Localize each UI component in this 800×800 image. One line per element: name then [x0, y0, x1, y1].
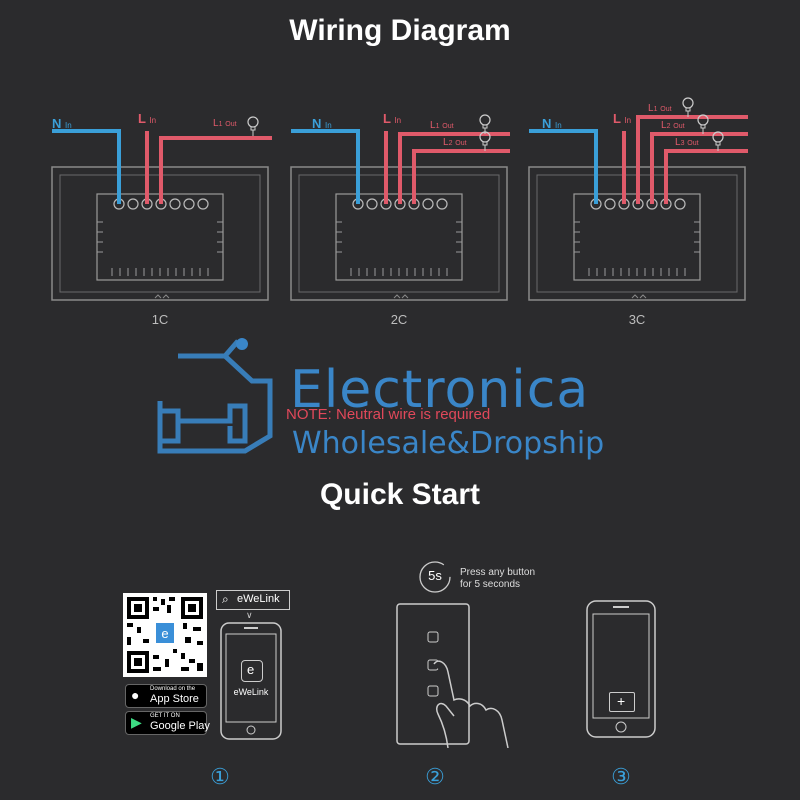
wiring-diagram: N In L In L1 Out N In L In L1 Out L2 Out…	[51, 97, 748, 301]
chevron-down-icon: ∨	[246, 610, 253, 620]
l1-out-wire	[159, 136, 272, 204]
bulb-icon	[712, 131, 724, 151]
bulb-icon	[697, 114, 709, 134]
press-instruction: Press any button for 5 seconds	[460, 567, 535, 591]
label-l1-out: L1 Out	[430, 120, 454, 131]
panel-caption-2c: 2C	[390, 312, 408, 327]
quick-start-title: Quick Start	[319, 478, 481, 511]
watermark-brand: Electronica	[290, 360, 590, 420]
qr-code-icon: e	[123, 593, 207, 677]
step-number-3: ③	[611, 764, 631, 789]
bulb-icon	[247, 116, 259, 136]
panel-2c	[290, 114, 510, 301]
label-n-in: N In	[312, 116, 332, 131]
label-l-in: L In	[138, 111, 156, 126]
phone-step3-icon	[586, 600, 656, 738]
play-icon: ▶	[131, 714, 142, 730]
timer-label: 5s	[428, 568, 442, 583]
app-store-small-label: Download on the	[150, 686, 196, 692]
neutral-wire	[291, 129, 360, 204]
label-l-in: L In	[613, 111, 631, 126]
label-n-in: N In	[52, 116, 72, 131]
l2-out-wire	[412, 149, 510, 204]
neutral-wire	[529, 129, 598, 204]
panel-caption-3c: 3C	[628, 312, 646, 327]
label-n-in: N In	[542, 116, 562, 131]
press-instruction-line2: for 5 seconds	[460, 579, 521, 590]
panel-3c	[528, 97, 748, 301]
neutral-wire	[52, 129, 121, 204]
label-l2-out: L2 Out	[661, 120, 685, 131]
phone-step1-icon	[220, 622, 282, 740]
label-l1-out: L1 Out	[213, 118, 237, 129]
label-l3-out: L3 Out	[675, 137, 699, 148]
google-play-big-label: Google Play	[150, 720, 210, 732]
l1-out-wire	[398, 132, 510, 204]
ewelink-app-icon[interactable]: e	[241, 660, 263, 682]
app-search-box[interactable]: ⌕ eWeLink	[216, 590, 290, 610]
label-l1-out: L1 Out	[648, 103, 672, 114]
label-l2-out: L2 Out	[443, 137, 467, 148]
search-icon: ⌕	[222, 592, 229, 606]
press-instruction-line1: Press any button	[460, 567, 536, 578]
step-number-1: ①	[210, 764, 230, 789]
panel-caption-1c: 1C	[151, 312, 169, 327]
app-store-big-label: App Store	[150, 693, 199, 705]
step-number-2: ②	[425, 764, 445, 789]
bulb-icon	[682, 97, 694, 117]
l1-out-wire	[636, 115, 748, 204]
app-store-badge[interactable]: ● Download on the App Store	[125, 684, 207, 708]
apple-icon: ●	[131, 687, 140, 703]
bulb-icon	[479, 114, 491, 134]
bulb-icon	[479, 131, 491, 151]
svg-text:e: e	[161, 626, 168, 641]
ewelink-app-label: eWeLink	[233, 687, 269, 697]
plus-icon: +	[617, 693, 626, 709]
watermark-logo-icon	[157, 338, 273, 454]
l2-out-wire	[650, 132, 748, 204]
neutral-wire-note: NOTE: Neutral wire is required	[286, 406, 491, 423]
wiring-diagram-title: Wiring Diagram	[289, 14, 511, 47]
timer-icon	[419, 561, 451, 593]
l3-out-wire	[664, 149, 748, 204]
app-search-text: eWeLink	[237, 593, 280, 605]
add-device-button[interactable]: +	[609, 692, 635, 712]
switch-panel-with-hand-icon	[396, 603, 509, 748]
google-play-small-label: GET IT ON	[150, 713, 180, 719]
watermark-tagline: Wholesale&Dropship	[292, 426, 605, 461]
panel-1c	[51, 116, 272, 301]
google-play-badge[interactable]: ▶ GET IT ON Google Play	[125, 711, 210, 735]
label-l-in: L In	[383, 111, 401, 126]
